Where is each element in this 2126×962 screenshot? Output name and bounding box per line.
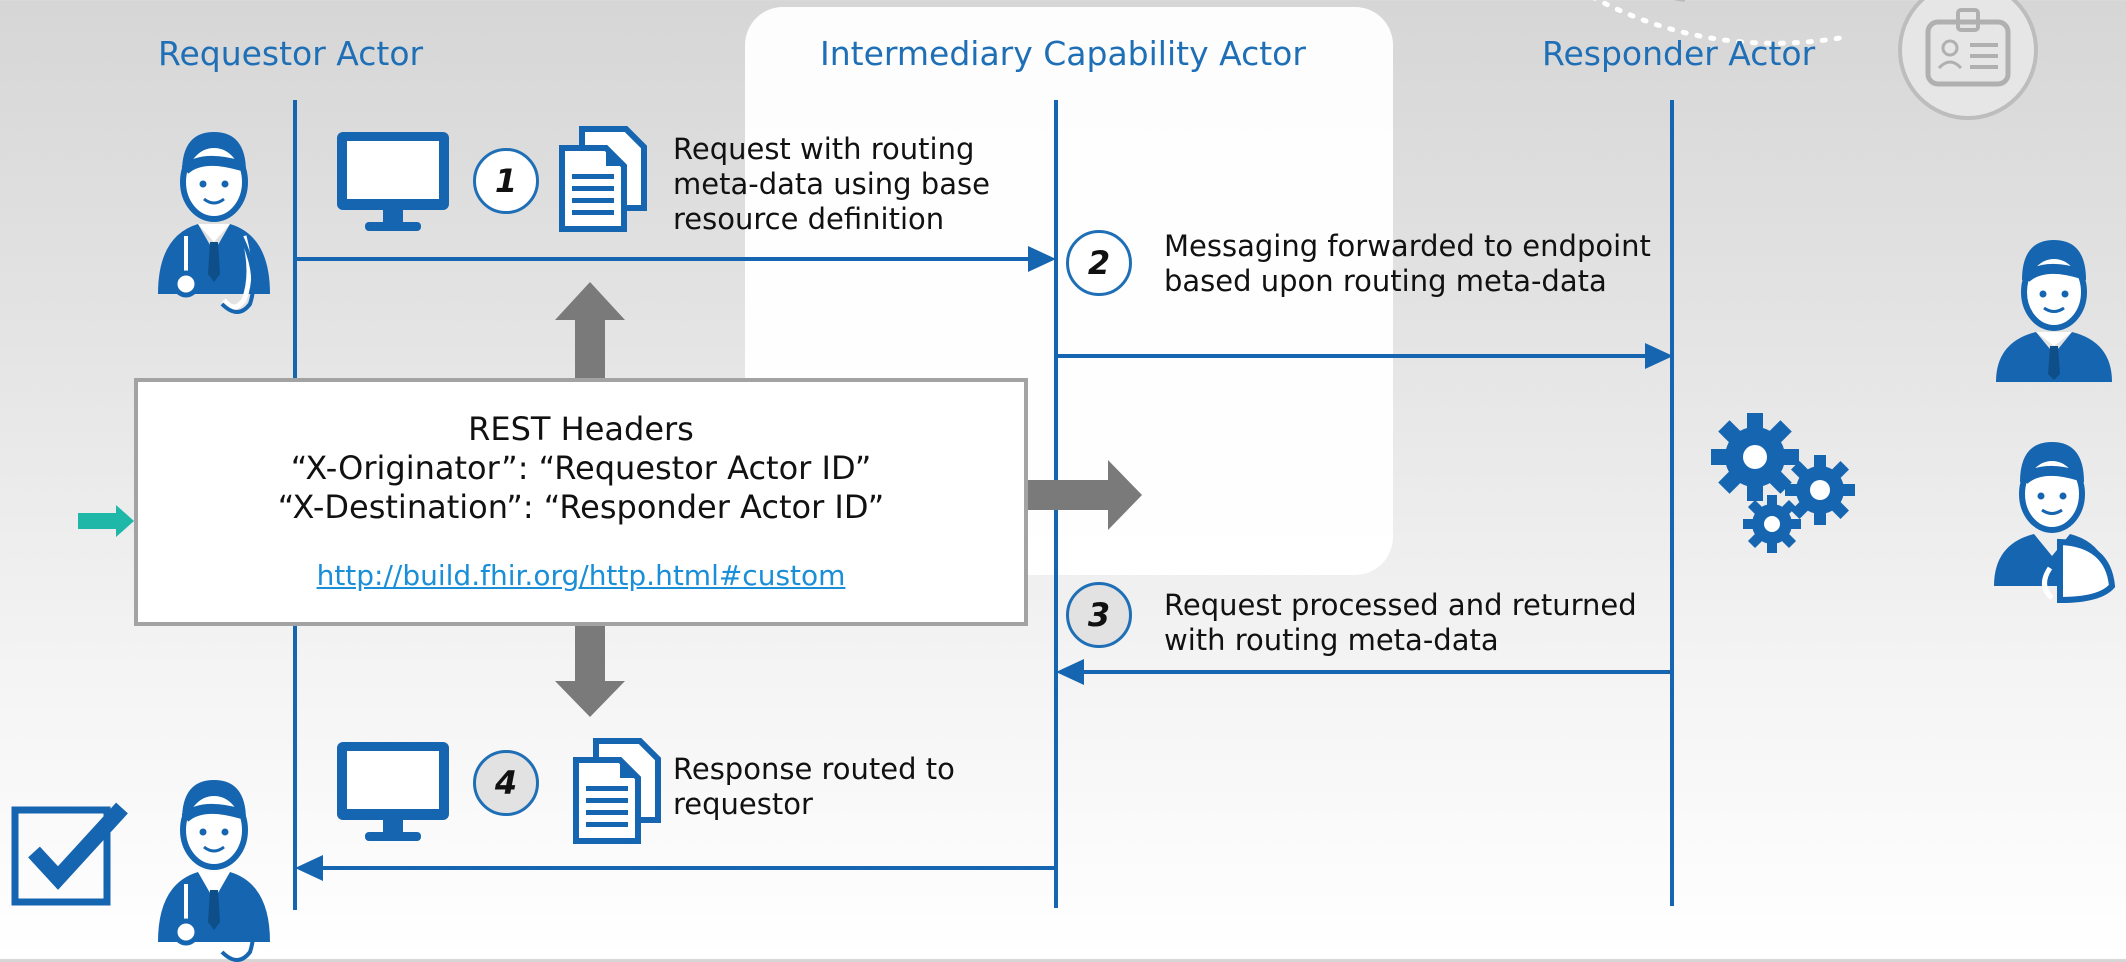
step-1-line-1: Request with routing [673,132,975,166]
responder-lifeline [1670,100,1674,906]
step-2-line-2: based upon routing meta-data [1164,264,1607,298]
teal-pointer-arrow [78,505,134,537]
intermediary-actor-title: Intermediary Capability Actor [820,34,1306,73]
requestor-actor-title: Requestor Actor [158,34,424,73]
step-1-badge: 1 [473,148,539,214]
doctor-icon [158,132,270,314]
document-stack-icon [573,738,661,844]
document-stack-icon [559,126,647,232]
step-4-line-1: Response routed to [673,752,955,786]
step-1-text: Request with routing meta-data using bas… [673,132,990,237]
rest-headers-title: REST Headers [468,410,694,448]
user-icon [1996,240,2112,382]
rest-headers-box: REST Headers “X-Originator”: “Requestor … [134,378,1028,626]
responder-actor-title: Responder Actor [1542,34,1816,73]
doctor-icon [158,780,270,962]
step-1-line-2: meta-data using base [673,167,990,201]
x-destination-header: “X-Destination”: “Responder Actor ID” [277,488,885,526]
step-4-line-2: requestor [673,787,813,821]
x-originator-header: “X-Originator”: “Requestor Actor ID” [290,449,872,487]
checkbox-icon [11,802,128,906]
computer-monitor-icon [337,742,449,841]
computer-monitor-icon [337,132,449,231]
gears-icon [1711,413,1855,553]
step-3-badge: 3 [1066,582,1132,648]
step-4-text: Response routed to requestor [673,752,955,822]
step-4-badge: 4 [473,750,539,816]
step-2-line-1: Messaging forwarded to endpoint [1164,229,1651,263]
down-block-arrow [555,625,625,717]
up-block-arrow [555,282,625,378]
step-2-text: Messaging forwarded to endpoint based up… [1164,229,1651,299]
step-3-line-1: Request processed and returned [1164,588,1637,622]
id-card-icon [1592,0,2038,120]
right-block-arrow [1028,460,1142,530]
step-1-line-3: resource definition [673,202,945,236]
patient-icon [1994,442,2116,604]
step-3-line-2: with routing meta-data [1164,623,1499,657]
step-2-badge: 2 [1066,230,1132,296]
fhir-custom-headers-link[interactable]: http://build.fhir.org/http.html#custom [316,559,846,592]
step-3-text: Request processed and returned with rout… [1164,588,1637,658]
